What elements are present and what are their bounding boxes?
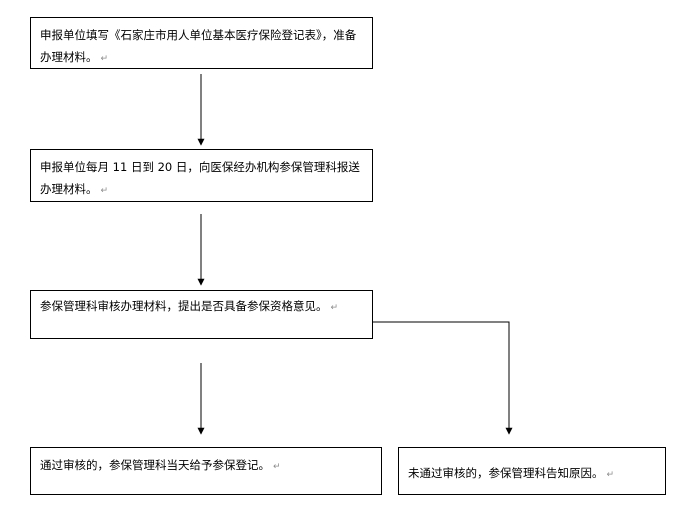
paragraph-mark-icon: ↵ — [606, 470, 615, 480]
step-2-text: 申报单位每月 11 日到 20 日，向医保经办机构参保管理科报送办理材料。 — [40, 160, 360, 196]
step-3-text: 参保管理科审核办理材料，提出是否具备参保资格意见。 — [40, 299, 328, 313]
paragraph-mark-icon: ↵ — [100, 186, 109, 196]
step-2-box: 申报单位每月 11 日到 20 日，向医保经办机构参保管理科报送办理材料。↵ — [30, 149, 373, 202]
rejected-outcome-text: 未通过审核的，参保管理科告知原因。 — [408, 466, 604, 480]
step-3-box: 参保管理科审核办理材料，提出是否具备参保资格意见。↵ — [30, 290, 373, 339]
step-1-text: 申报单位填写《石家庄市用人单位基本医疗保险登记表》，准备办理材料。 — [40, 28, 357, 64]
approved-outcome-box: 通过审核的，参保管理科当天给予参保登记。↵ — [30, 447, 382, 495]
paragraph-mark-icon: ↵ — [330, 303, 339, 313]
paragraph-mark-icon: ↵ — [273, 462, 281, 472]
paragraph-mark-icon: ↵ — [100, 54, 109, 64]
approved-outcome-text: 通过审核的，参保管理科当天给予参保登记。 — [40, 458, 270, 472]
step-1-box: 申报单位填写《石家庄市用人单位基本医疗保险登记表》，准备办理材料。↵ — [30, 17, 373, 69]
rejected-outcome-box: 未通过审核的，参保管理科告知原因。↵ — [398, 447, 666, 495]
arrow-step3-to-rejected — [373, 321, 513, 435]
